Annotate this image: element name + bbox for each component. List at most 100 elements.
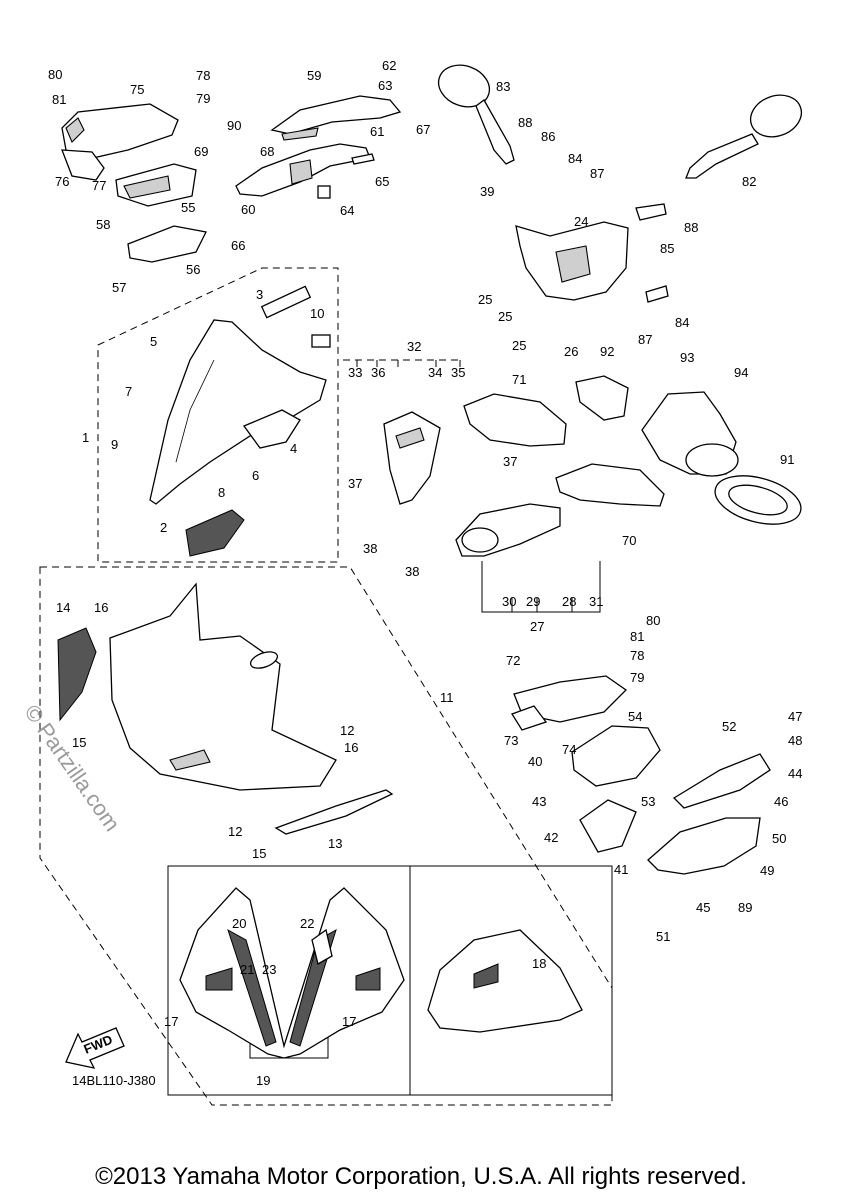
- part-number-20: 20: [232, 916, 246, 931]
- part-number-65: 65: [375, 174, 389, 189]
- air-duct-71: [463, 393, 567, 447]
- part-number-31: 31: [589, 594, 603, 609]
- air-duct-70: [555, 463, 665, 507]
- part-number-84a: 84: [568, 151, 582, 166]
- part-number-53: 53: [641, 794, 655, 809]
- part-number-78a: 78: [196, 68, 210, 83]
- part-number-14: 14: [56, 600, 70, 615]
- part-number-70: 70: [622, 533, 636, 548]
- decal-10: [311, 334, 331, 348]
- part-number-94: 94: [734, 365, 748, 380]
- part-number-24: 24: [574, 214, 588, 229]
- part-number-48: 48: [788, 733, 802, 748]
- part-number-16a: 16: [94, 600, 108, 615]
- part-number-36: 36: [371, 365, 385, 380]
- part-number-67: 67: [416, 122, 430, 137]
- part-number-50: 50: [772, 831, 786, 846]
- part-number-6: 6: [252, 468, 259, 483]
- part-number-43: 43: [532, 794, 546, 809]
- part-number-42: 42: [544, 830, 558, 845]
- inner-panel-75: [61, 103, 179, 161]
- part-number-71: 71: [512, 372, 526, 387]
- part-number-87a: 87: [590, 166, 604, 181]
- part-number-38a: 38: [363, 541, 377, 556]
- part-number-44: 44: [788, 766, 802, 781]
- part-number-46: 46: [774, 794, 788, 809]
- inner-panel-41: [579, 799, 637, 853]
- part-number-61: 61: [370, 124, 384, 139]
- duct-lid-27: [455, 503, 561, 557]
- part-number-12a: 12: [340, 723, 354, 738]
- windshield-panel-4: [242, 409, 301, 449]
- part-number-82: 82: [742, 174, 756, 189]
- part-number-79a: 79: [196, 91, 210, 106]
- damper-65: [351, 153, 375, 165]
- diagram-code: 14BL110-J380: [72, 1073, 156, 1088]
- part-number-25a: 25: [478, 292, 492, 307]
- part-number-23: 23: [262, 962, 276, 977]
- part-number-47: 47: [788, 709, 802, 724]
- part-number-90: 90: [227, 118, 241, 133]
- part-number-60: 60: [241, 202, 255, 217]
- part-number-16b: 16: [344, 740, 358, 755]
- part-number-25c: 25: [512, 338, 526, 353]
- part-number-88a: 88: [518, 115, 532, 130]
- windshield-group-outline: [97, 267, 339, 563]
- part-number-40: 40: [528, 754, 542, 769]
- part-number-81a: 81: [52, 92, 66, 107]
- decal-set-bracket: [249, 1030, 329, 1059]
- part-number-45: 45: [696, 900, 710, 915]
- part-number-7: 7: [125, 384, 132, 399]
- part-number-3: 3: [256, 287, 263, 302]
- nut-64: [317, 185, 331, 199]
- part-number-27: 27: [530, 619, 544, 634]
- rear-view-mirror-right: [685, 94, 803, 179]
- part-number-69: 69: [194, 144, 208, 159]
- part-number-26: 26: [564, 344, 578, 359]
- inner-panel-45: [647, 817, 761, 875]
- part-number-88b: 88: [684, 220, 698, 235]
- part-number-87b: 87: [638, 332, 652, 347]
- part-number-91: 91: [780, 452, 794, 467]
- part-number-55: 55: [181, 200, 195, 215]
- part-number-4: 4: [290, 441, 297, 456]
- part-number-68: 68: [260, 144, 274, 159]
- duct-91: [714, 475, 802, 525]
- part-number-15a: 15: [72, 735, 86, 750]
- decal-inset-frame: [167, 865, 613, 1096]
- fwd-arrow: FWD: [65, 1027, 125, 1069]
- part-number-30: 30: [502, 594, 516, 609]
- part-number-66: 66: [231, 238, 245, 253]
- part-number-83: 83: [496, 79, 510, 94]
- windshield-emblem-3: [260, 285, 312, 319]
- part-number-10: 10: [310, 306, 324, 321]
- part-number-34: 34: [428, 365, 442, 380]
- inlet-duct-bracket: [343, 359, 461, 372]
- part-number-25b: 25: [498, 309, 512, 324]
- part-number-79b: 79: [630, 670, 644, 685]
- part-number-21: 21: [240, 962, 254, 977]
- part-number-80b: 80: [646, 613, 660, 628]
- inner-panel-73: [511, 705, 548, 731]
- part-number-78b: 78: [630, 648, 644, 663]
- part-number-86: 86: [541, 129, 555, 144]
- part-number-76: 76: [55, 174, 69, 189]
- part-number-52: 52: [722, 719, 736, 734]
- part-number-12b: 12: [228, 824, 242, 839]
- part-number-15b: 15: [252, 846, 266, 861]
- inner-panel-56: [127, 225, 207, 263]
- part-number-11: 11: [440, 690, 454, 705]
- upper-cowl-group-outline: [39, 566, 613, 1106]
- inner-panel-40: [571, 725, 661, 787]
- part-number-84b: 84: [675, 315, 689, 330]
- part-number-89: 89: [738, 900, 752, 915]
- cowl-front-decal-view: [179, 887, 405, 1059]
- part-number-22: 22: [300, 916, 314, 931]
- part-number-80a: 80: [48, 67, 62, 82]
- air-duct-92: [575, 375, 629, 421]
- rear-view-mirror-left: [437, 64, 515, 165]
- part-number-29: 29: [526, 594, 540, 609]
- part-number-17b: 17: [342, 1014, 356, 1029]
- air-duct-93: [641, 391, 739, 477]
